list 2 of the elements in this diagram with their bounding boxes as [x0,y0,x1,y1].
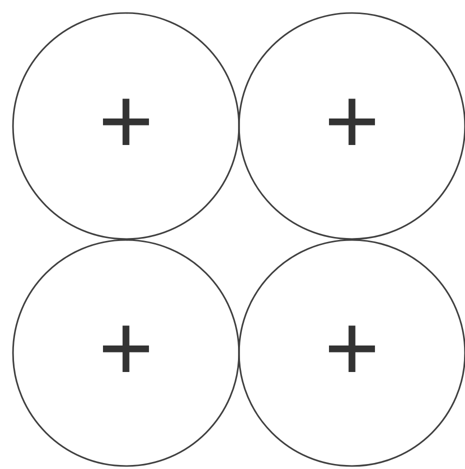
circle-node: + [12,12,240,240]
circle-node: + [12,239,240,467]
